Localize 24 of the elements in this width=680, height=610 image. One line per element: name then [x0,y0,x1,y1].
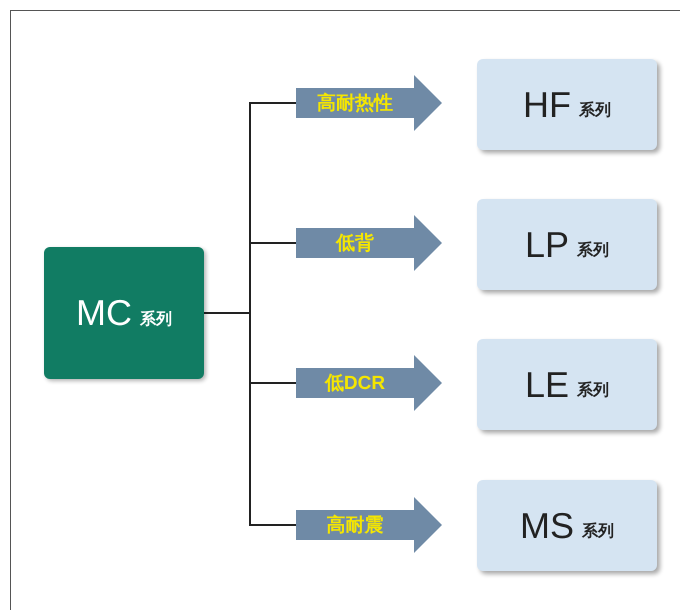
series-box [477,480,657,571]
series-code: MS [520,504,574,546]
series-box [477,59,657,150]
series-suffix: 系列 [140,309,172,330]
series-box [477,339,657,430]
block-arrow [296,215,442,271]
feature-label: 高耐热性 [316,92,394,116]
series-suffix: 系列 [577,240,610,261]
feature-label: 低背 [334,232,375,256]
block-arrow [296,497,442,553]
connector-line [204,312,296,526]
series-code: HF [523,84,571,126]
series-code: MC [76,292,132,334]
series-suffix: 系列 [582,521,614,542]
block-arrow [296,75,442,131]
feature-label: 低DCR [324,372,386,396]
block-arrow [296,355,442,411]
category-box [44,247,204,379]
series-code: LP [524,224,570,266]
series-suffix: 系列 [577,380,610,401]
feature-label: 高耐震 [326,514,384,538]
series-code: LE [524,364,570,406]
series-suffix: 系列 [579,100,611,121]
series-box [477,199,657,290]
